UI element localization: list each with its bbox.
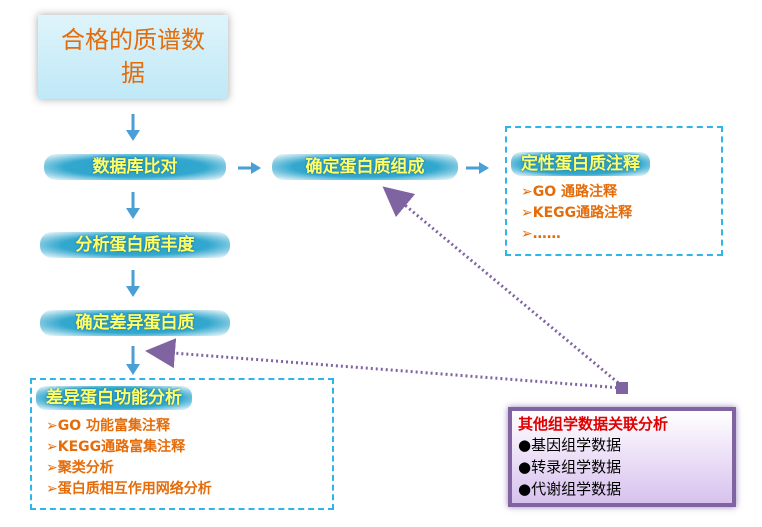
step-abundance-label: 分析蛋白质丰度 [75,235,195,255]
arrow-right-icon [238,160,262,180]
other-omics-box: 其他组学数据关联分析 ●基因组学数据 ●转录组学数据 ●代谢组学数据 [508,407,736,507]
step-diff-protein-label: 确定差异蛋白质 [75,313,195,333]
arrow-right-icon [466,160,490,180]
step-db-compare: 数据库比对 [44,154,226,180]
list-item: ●转录组学数据 [518,458,622,476]
list-item: ➢GO 通路注释 [521,184,617,200]
list-item: ➢蛋白质相互作用网络分析 [46,481,212,497]
list-item: ➢KEGG通路注释 [521,205,633,221]
qual-annotation-panel: 定性蛋白质注释 ➢GO 通路注释 ➢KEGG通路注释 ➢…… [505,126,723,256]
qual-panel-title-wrap: 定性蛋白质注释 [511,152,721,176]
diff-function-panel: 差异蛋白功能分析 ➢GO 功能富集注释 ➢KEGG通路富集注释 ➢聚类分析 ➢蛋… [30,378,334,510]
step-diff-protein: 确定差异蛋白质 [40,310,230,336]
list-item: ➢聚类分析 [46,460,114,476]
dotted-arrow-tail-icon [616,382,628,394]
diff-panel-list: ➢GO 功能富集注释 ➢KEGG通路富集注释 ➢聚类分析 ➢蛋白质相互作用网络分… [46,416,332,500]
step-db-compare-label: 数据库比对 [92,157,178,177]
list-item: ➢KEGG通路富集注释 [46,439,186,455]
diff-panel-title: 差异蛋白功能分析 [36,386,192,410]
step-abundance: 分析蛋白质丰度 [40,232,230,258]
step-composition-label: 确定蛋白质组成 [305,157,425,177]
arrow-down-icon [124,114,142,147]
list-item: ➢GO 功能富集注释 [46,418,170,434]
qual-panel-list: ➢GO 通路注释 ➢KEGG通路注释 ➢…… [521,182,721,245]
list-item: ●基因组学数据 [518,436,622,454]
step-composition: 确定蛋白质组成 [272,154,458,180]
arrow-down-icon [124,192,142,224]
omics-box-title: 其他组学数据关联分析 [518,415,669,433]
list-item: ●代谢组学数据 [518,480,622,498]
start-title: 合格的质谱数据 [61,26,205,87]
arrow-down-icon [124,270,142,302]
list-item: ➢…… [521,226,561,242]
qual-panel-title: 定性蛋白质注释 [511,152,650,176]
dotted-arrow-to-composition [382,186,623,388]
dotted-arrow-to-diff [145,338,623,390]
diff-panel-title-wrap: 差异蛋白功能分析 [36,386,332,410]
start-box: 合格的质谱数据 [38,15,228,99]
arrow-down-icon [124,346,142,380]
